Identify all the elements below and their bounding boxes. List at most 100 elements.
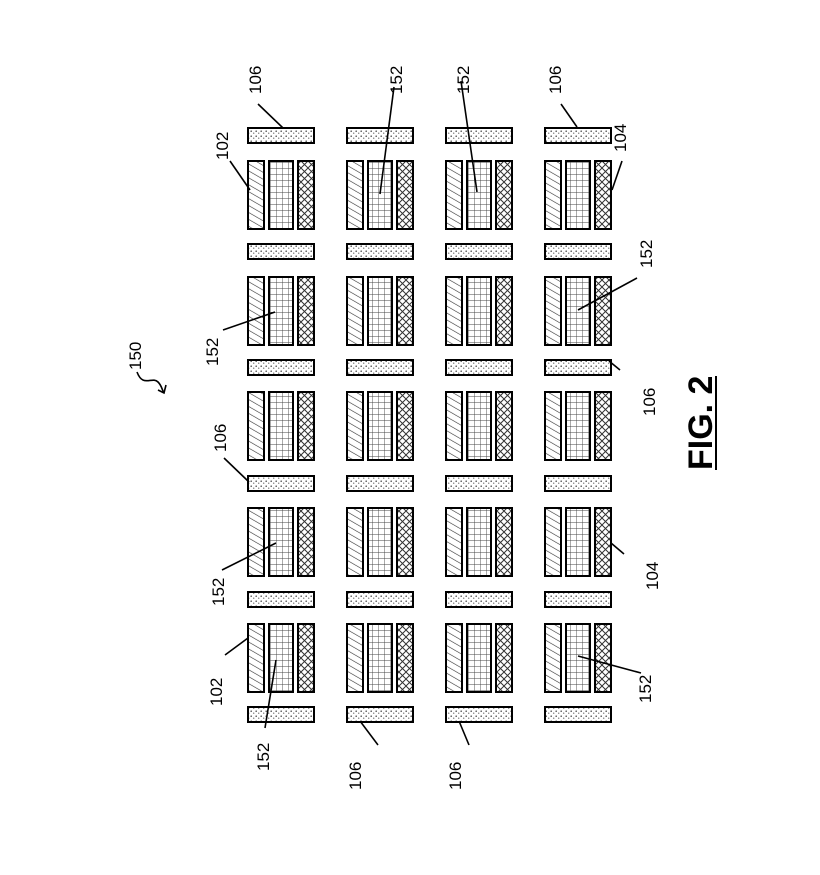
element-152 bbox=[466, 391, 492, 461]
bar-106 bbox=[346, 475, 414, 492]
leader-lines bbox=[136, 80, 642, 746]
element-152 bbox=[268, 391, 294, 461]
ref-label: 106 bbox=[346, 762, 365, 790]
element-152 bbox=[466, 507, 492, 577]
element-152 bbox=[367, 160, 393, 230]
ref-label: 152 bbox=[203, 338, 222, 366]
element-152 bbox=[565, 391, 591, 461]
element-102 bbox=[247, 160, 265, 230]
element-104 bbox=[495, 623, 513, 693]
element-104 bbox=[396, 623, 414, 693]
element-102 bbox=[544, 276, 562, 346]
element-104 bbox=[594, 623, 612, 693]
ref-label: 152 bbox=[454, 66, 473, 94]
element-104 bbox=[495, 160, 513, 230]
bar-106 bbox=[544, 359, 612, 376]
element-102 bbox=[346, 507, 364, 577]
bar-106 bbox=[346, 127, 414, 144]
bar-106 bbox=[247, 706, 315, 723]
element-152 bbox=[565, 160, 591, 230]
element-152 bbox=[367, 276, 393, 346]
element-152 bbox=[268, 507, 294, 577]
bar-106 bbox=[544, 475, 612, 492]
ref-label: 102 bbox=[207, 678, 226, 706]
ref-label: 152 bbox=[387, 66, 406, 94]
bar-106 bbox=[247, 127, 315, 144]
element-102 bbox=[544, 391, 562, 461]
element-104 bbox=[594, 507, 612, 577]
element-104 bbox=[297, 391, 315, 461]
element-104 bbox=[495, 507, 513, 577]
ref-label: 152 bbox=[636, 675, 655, 703]
ref-label: 104 bbox=[611, 124, 630, 152]
ref-label: 106 bbox=[546, 66, 565, 94]
element-102 bbox=[346, 160, 364, 230]
element-102 bbox=[247, 391, 265, 461]
bar-106 bbox=[346, 243, 414, 260]
element-102 bbox=[445, 391, 463, 461]
ref-label: 152 bbox=[209, 578, 228, 606]
element-152 bbox=[367, 507, 393, 577]
ref-label: 106 bbox=[246, 66, 265, 94]
ref-label: 102 bbox=[213, 132, 232, 160]
ref-label: 104 bbox=[643, 562, 662, 590]
element-102 bbox=[346, 391, 364, 461]
element-152 bbox=[466, 276, 492, 346]
bar-106 bbox=[445, 475, 513, 492]
element-152 bbox=[565, 507, 591, 577]
bar-106 bbox=[445, 591, 513, 608]
element-102 bbox=[247, 623, 265, 693]
bar-106 bbox=[445, 127, 513, 144]
element-104 bbox=[594, 391, 612, 461]
ref-label: 152 bbox=[637, 240, 656, 268]
element-102 bbox=[544, 160, 562, 230]
ref-label: 106 bbox=[446, 762, 465, 790]
ref-label: 152 bbox=[254, 743, 273, 771]
element-104 bbox=[495, 276, 513, 346]
bar-106 bbox=[544, 591, 612, 608]
reference-labels: 106 102 152 152 106 104 152 106 152 106 … bbox=[126, 66, 662, 790]
element-104 bbox=[594, 276, 612, 346]
element-152 bbox=[268, 276, 294, 346]
element-102 bbox=[247, 507, 265, 577]
element-104 bbox=[396, 160, 414, 230]
bar-106 bbox=[544, 706, 612, 723]
element-104 bbox=[297, 507, 315, 577]
element-104 bbox=[297, 160, 315, 230]
element-array bbox=[247, 127, 612, 723]
element-152 bbox=[565, 276, 591, 346]
element-102 bbox=[544, 507, 562, 577]
element-104 bbox=[396, 276, 414, 346]
bar-106 bbox=[544, 127, 612, 144]
bar-106 bbox=[247, 591, 315, 608]
bar-106 bbox=[346, 591, 414, 608]
figure-ref-150: 150 bbox=[126, 342, 145, 370]
element-102 bbox=[445, 276, 463, 346]
ref-label: 106 bbox=[211, 424, 230, 452]
element-104 bbox=[297, 276, 315, 346]
ref-label: 106 bbox=[640, 388, 659, 416]
element-152 bbox=[367, 623, 393, 693]
element-104 bbox=[495, 391, 513, 461]
element-102 bbox=[544, 623, 562, 693]
element-102 bbox=[445, 507, 463, 577]
element-104 bbox=[396, 391, 414, 461]
element-152 bbox=[466, 623, 492, 693]
element-104 bbox=[396, 507, 414, 577]
figure-title: FIG. 2 bbox=[682, 376, 720, 470]
bar-106 bbox=[445, 359, 513, 376]
bar-106 bbox=[346, 706, 414, 723]
element-102 bbox=[445, 160, 463, 230]
bar-106 bbox=[346, 359, 414, 376]
element-102 bbox=[445, 623, 463, 693]
bar-106 bbox=[544, 243, 612, 260]
bar-106 bbox=[247, 475, 315, 492]
bar-106 bbox=[445, 243, 513, 260]
element-152 bbox=[367, 391, 393, 461]
element-102 bbox=[346, 623, 364, 693]
element-104 bbox=[594, 160, 612, 230]
element-102 bbox=[247, 276, 265, 346]
bar-106 bbox=[247, 359, 315, 376]
bar-106 bbox=[247, 243, 315, 260]
